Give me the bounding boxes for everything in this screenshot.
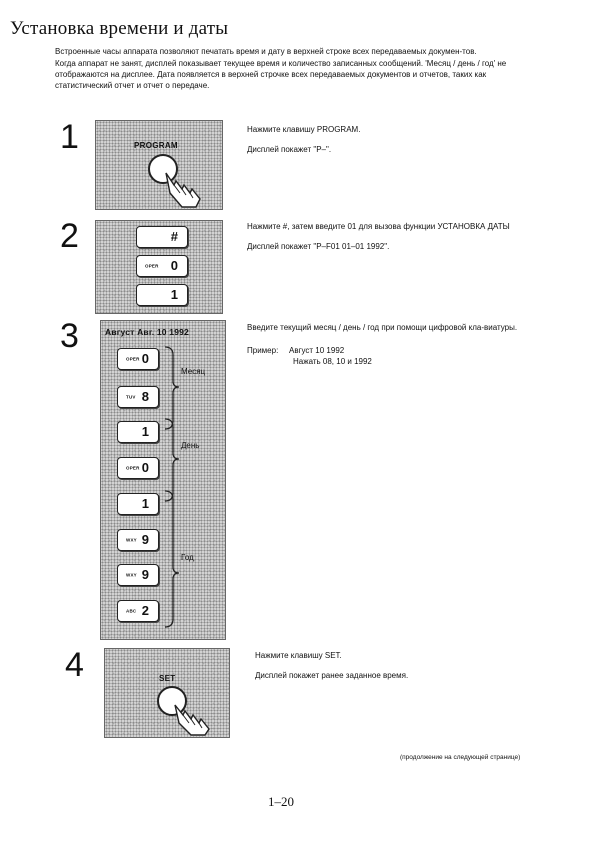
brace-month bbox=[164, 346, 180, 430]
step-3-line-1: Введите текущий месяц / день / год при п… bbox=[247, 323, 518, 332]
intro-paragraph-1: Встроенные часы аппарата позволяют печат… bbox=[55, 47, 477, 56]
example-line-1: Август 10 1992 bbox=[289, 346, 345, 355]
intro-paragraph-2: Когда аппарат не занят, дисплей показыва… bbox=[55, 59, 507, 90]
brace-label-year: Год bbox=[181, 553, 194, 562]
lcd-display: Август Авг. 10 1992 bbox=[105, 327, 189, 337]
step-2-line-2: Дисплей покажет "P–F01 01–01 1992". bbox=[247, 242, 390, 251]
set-key-label: SET bbox=[159, 674, 176, 683]
pointing-hand-icon bbox=[174, 704, 210, 736]
step-2-line-1: Нажмите #, затем введите 01 для вызова ф… bbox=[247, 222, 510, 231]
step-3-description: Введите текущий месяц / день / год при п… bbox=[247, 322, 547, 369]
step-2-illustration: # OPER 0 1 bbox=[95, 220, 223, 314]
key-0[interactable]: OPER 0 bbox=[117, 348, 159, 370]
page-title: Установка времени и даты bbox=[10, 18, 229, 39]
brace-label-day: День bbox=[181, 441, 200, 450]
step-1-description: Нажмите клавишу PROGRAM. Дисплей покажет… bbox=[247, 124, 547, 155]
step-1-line-2: Дисплей покажет "P–". bbox=[247, 145, 332, 154]
key-2[interactable]: ABC 2 bbox=[117, 600, 159, 622]
key-0[interactable]: OPER 0 bbox=[136, 255, 188, 277]
step-4-line-2: Дисплей покажет ранее заданное время. bbox=[255, 671, 409, 680]
intro-text: Встроенные часы аппарата позволяют печат… bbox=[55, 46, 535, 92]
key-8[interactable]: TUV 8 bbox=[117, 386, 159, 408]
key-1[interactable]: 1 bbox=[117, 493, 159, 515]
step-1-line-1: Нажмите клавишу PROGRAM. bbox=[247, 125, 361, 134]
page-number: 1–20 bbox=[268, 794, 294, 809]
step-4-description: Нажмите клавишу SET. Дисплей покажет ран… bbox=[255, 650, 555, 681]
step-4-number: 4 bbox=[65, 646, 84, 684]
example-line-2: Нажать 08, 10 и 1992 bbox=[293, 357, 372, 366]
program-key-label: PROGRAM bbox=[134, 141, 178, 150]
set-button[interactable] bbox=[157, 686, 187, 716]
step-2-description: Нажмите #, затем введите 01 для вызова ф… bbox=[247, 221, 547, 252]
step-1-illustration: PROGRAM bbox=[95, 120, 223, 210]
program-button[interactable] bbox=[148, 154, 178, 184]
brace-label-month: Месяц bbox=[181, 367, 206, 376]
brace-year bbox=[164, 490, 180, 628]
example-block: Пример: Август 10 1992 Нажать 08, 10 и 1… bbox=[247, 345, 547, 369]
key-9[interactable]: WXY 9 bbox=[117, 529, 159, 551]
continued-note: (продолжение на следующей странице) bbox=[400, 754, 521, 761]
step-3-illustration: Август Авг. 10 1992 OPER 0 TUV 8 1 OPER … bbox=[100, 320, 226, 640]
key-1[interactable]: 1 bbox=[117, 421, 159, 443]
key-9[interactable]: WXY 9 bbox=[117, 564, 159, 586]
step-3-number: 3 bbox=[60, 317, 79, 355]
example-label: Пример: bbox=[247, 346, 279, 355]
step-4-illustration: SET bbox=[104, 648, 230, 738]
step-1-number: 1 bbox=[60, 118, 79, 156]
pointing-hand-icon bbox=[165, 172, 201, 208]
step-2-number: 2 bbox=[60, 217, 79, 255]
key-hash[interactable]: # bbox=[136, 226, 188, 248]
braces bbox=[164, 346, 180, 628]
step-4-line-1: Нажмите клавишу SET. bbox=[255, 651, 342, 660]
key-1[interactable]: 1 bbox=[136, 284, 188, 306]
key-0[interactable]: OPER 0 bbox=[117, 457, 159, 479]
brace-day bbox=[164, 418, 180, 502]
